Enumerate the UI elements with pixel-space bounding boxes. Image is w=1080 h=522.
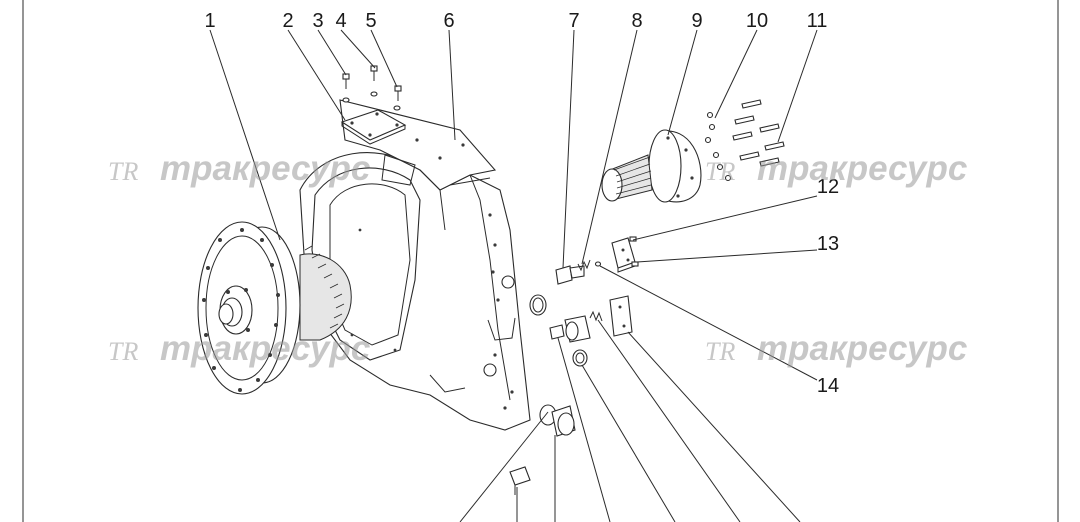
watermark-text: тракресурс <box>757 329 967 368</box>
nut-part-14 <box>594 261 602 267</box>
callout-labels: 1 2 3 4 5 6 7 8 9 10 11 12 13 14 <box>204 10 839 397</box>
watermark-logo: TR <box>705 337 735 366</box>
leader-lines <box>209 29 818 522</box>
watermark-bottom-right: TR тракресурс <box>705 329 967 368</box>
torque-converter-part-1 <box>197 221 352 395</box>
watermark-bottom-left: TR тракресурс <box>108 329 370 368</box>
callout-12: 12 <box>817 176 839 198</box>
watermark-top-left: TR тракресурс <box>108 149 370 188</box>
o-ring <box>529 294 547 316</box>
threaded-fitting <box>551 405 576 437</box>
cover-plate-part-2 <box>340 109 407 145</box>
bolts-part-11 <box>732 99 785 167</box>
watermark-text: тракресурс <box>160 149 370 188</box>
callout-9: 9 <box>691 10 702 32</box>
watermark-text: тракресурс <box>160 329 370 368</box>
spring-part-8 <box>577 259 591 272</box>
bracket-part-13 <box>611 237 636 273</box>
callout-6: 6 <box>443 10 454 32</box>
output-flange-part-9 <box>601 129 702 203</box>
spring-part <box>589 310 603 322</box>
bolt-part-5 <box>393 85 402 111</box>
callout-13: 13 <box>817 233 839 255</box>
callout-11: 11 <box>807 10 828 32</box>
callout-1: 1 <box>204 10 215 32</box>
cap-part <box>572 349 588 367</box>
watermark-logo: TR <box>108 337 138 366</box>
callout-7: 7 <box>568 10 579 32</box>
watermark-logo: TR <box>705 157 735 186</box>
breather <box>509 466 531 495</box>
callout-14: 14 <box>817 375 839 397</box>
bolt-part-4 <box>370 65 378 97</box>
bolt-part-3 <box>342 73 350 103</box>
washers-part-10 <box>704 111 732 182</box>
callout-10: 10 <box>746 10 768 32</box>
callout-5: 5 <box>365 10 376 32</box>
watermark-text: тракресурс <box>757 149 967 188</box>
callout-4: 4 <box>335 10 346 32</box>
watermark-logo: TR <box>108 157 138 186</box>
callout-3: 3 <box>312 10 323 32</box>
fitting <box>549 315 591 343</box>
plate-part <box>609 295 633 337</box>
watermark-top-right: TR тракресурс <box>705 149 967 188</box>
callout-8: 8 <box>631 10 642 32</box>
callout-2: 2 <box>282 10 293 32</box>
